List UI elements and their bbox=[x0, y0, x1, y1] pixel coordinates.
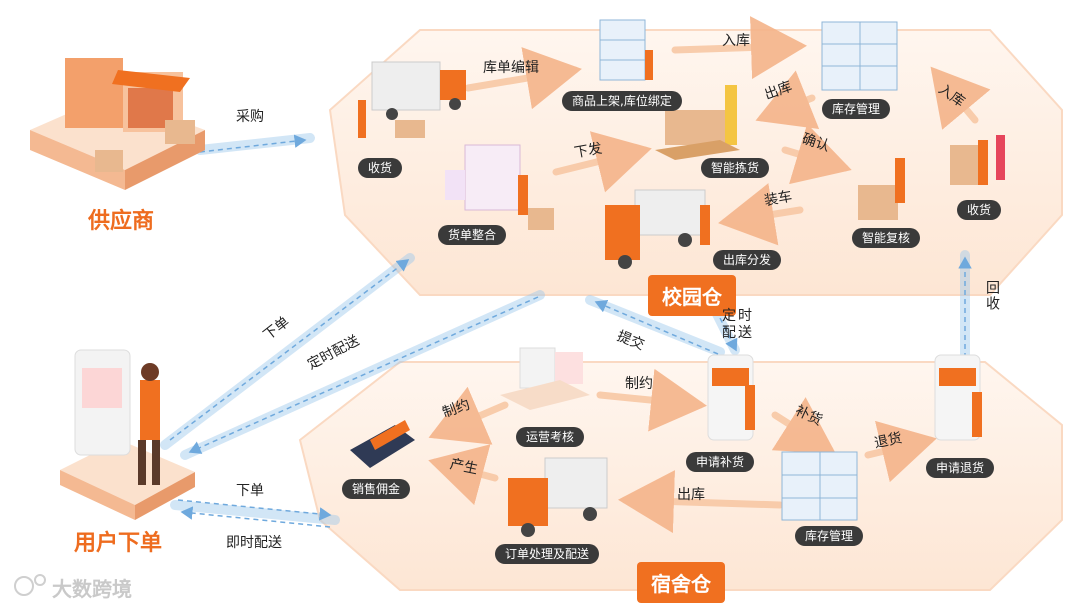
flow-instant-delivery: 即时配送 bbox=[226, 535, 282, 551]
node-shelving: 商品上架,库位绑定 bbox=[562, 91, 682, 111]
node-inventory-campus: 库存管理 bbox=[822, 99, 891, 119]
node-outbound-dispatch: 出库分发 bbox=[713, 250, 782, 270]
flow-edit-order: 库单编辑 bbox=[483, 60, 539, 76]
node-picking: 智能拣货 bbox=[701, 158, 770, 178]
dorm-warehouse-badge: 宿舍仓 bbox=[637, 562, 725, 603]
flow-restrict-right: 制约 bbox=[625, 376, 653, 392]
return-phone-icon bbox=[934, 354, 982, 441]
node-ops-assessment: 运营考核 bbox=[516, 427, 585, 447]
delivery-truck-icon bbox=[508, 457, 608, 537]
node-receive-right: 收货 bbox=[957, 200, 1002, 220]
truck-receive-icon bbox=[358, 61, 466, 138]
flow-purchase: 采购 bbox=[236, 109, 264, 125]
store-illustration bbox=[30, 58, 205, 190]
flow-outbound-dorm: 出库 bbox=[677, 487, 705, 503]
node-order-integration: 货单整合 bbox=[438, 225, 507, 245]
node-replenish-request: 申请补货 bbox=[686, 452, 755, 472]
commission-card-icon bbox=[350, 420, 415, 468]
shelf-icon bbox=[599, 19, 653, 81]
flow-inbound-top: 入库 bbox=[722, 33, 750, 49]
ops-dashboard-icon bbox=[500, 347, 590, 410]
inventory-shelf-icon bbox=[821, 21, 898, 91]
node-commission: 销售佣金 bbox=[342, 479, 411, 499]
dispatch-truck-icon bbox=[605, 189, 710, 269]
watermark-text: 大数跨境 bbox=[52, 577, 132, 601]
supplier-title: 供应商 bbox=[88, 209, 155, 234]
order-screen-icon bbox=[445, 144, 554, 230]
dorm-inventory-shelf-icon bbox=[781, 451, 858, 521]
campus-warehouse-badge: 校园仓 bbox=[648, 275, 736, 316]
phone-illustration bbox=[60, 349, 195, 520]
recheck-worker-icon bbox=[858, 158, 905, 220]
flow-order-bottom: 下单 bbox=[236, 483, 264, 499]
picking-forklift-icon bbox=[655, 85, 740, 160]
node-recheck: 智能复核 bbox=[852, 228, 921, 248]
node-inventory-dorm: 库存管理 bbox=[795, 526, 864, 546]
node-receive-left: 收货 bbox=[358, 158, 403, 178]
replenish-phone-icon bbox=[707, 354, 755, 441]
receive-workers-icon bbox=[950, 135, 1005, 185]
user-order-title: 用户下单 bbox=[74, 531, 163, 556]
flow-recycle: 回收 bbox=[984, 280, 1000, 312]
node-return-request: 申请退货 bbox=[926, 458, 995, 478]
node-order-delivery: 订单处理及配送 bbox=[495, 544, 600, 564]
watermark-logo-icon bbox=[14, 574, 46, 596]
flow-scheduled-delivery-vertical: 定时配送 bbox=[722, 308, 754, 341]
